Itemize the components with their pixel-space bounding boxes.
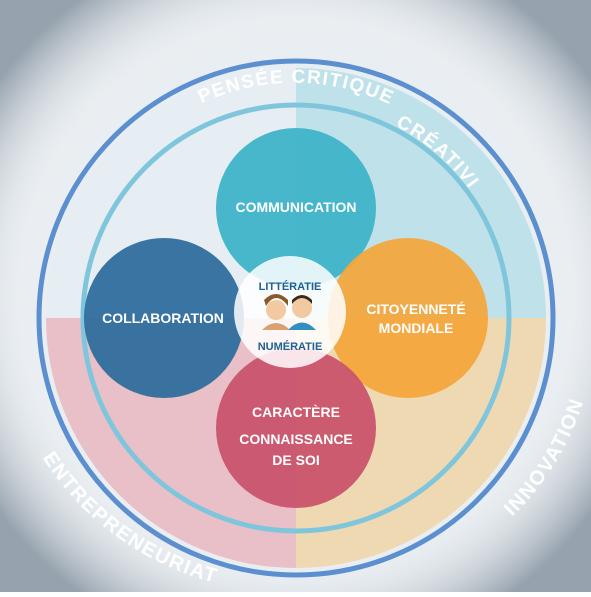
petal-character (216, 348, 376, 508)
center-label-bottom: NUMÉRATIE (258, 340, 323, 353)
petal-collaboration (84, 238, 244, 398)
label-collaboration: COLLABORATION (102, 310, 224, 326)
label-character-1: CARACTÈRE (252, 404, 340, 420)
label-communication: COMMUNICATION (235, 199, 356, 215)
label-citizenship-2: MONDIALE (379, 320, 454, 336)
label-character-2: CONNAISSANCE (239, 431, 353, 447)
petal-citizenship (328, 238, 488, 398)
inner-ring (80, 102, 512, 534)
center-label-top: LITTÉRATIE (259, 280, 322, 293)
center-circle (234, 256, 346, 368)
label-character-3: DE SOI (272, 452, 319, 468)
petal-communication (216, 128, 376, 288)
outer-ring (36, 58, 556, 578)
label-citizenship-1: CITOYENNETÉ (366, 301, 465, 317)
two-people-icon (262, 294, 316, 330)
